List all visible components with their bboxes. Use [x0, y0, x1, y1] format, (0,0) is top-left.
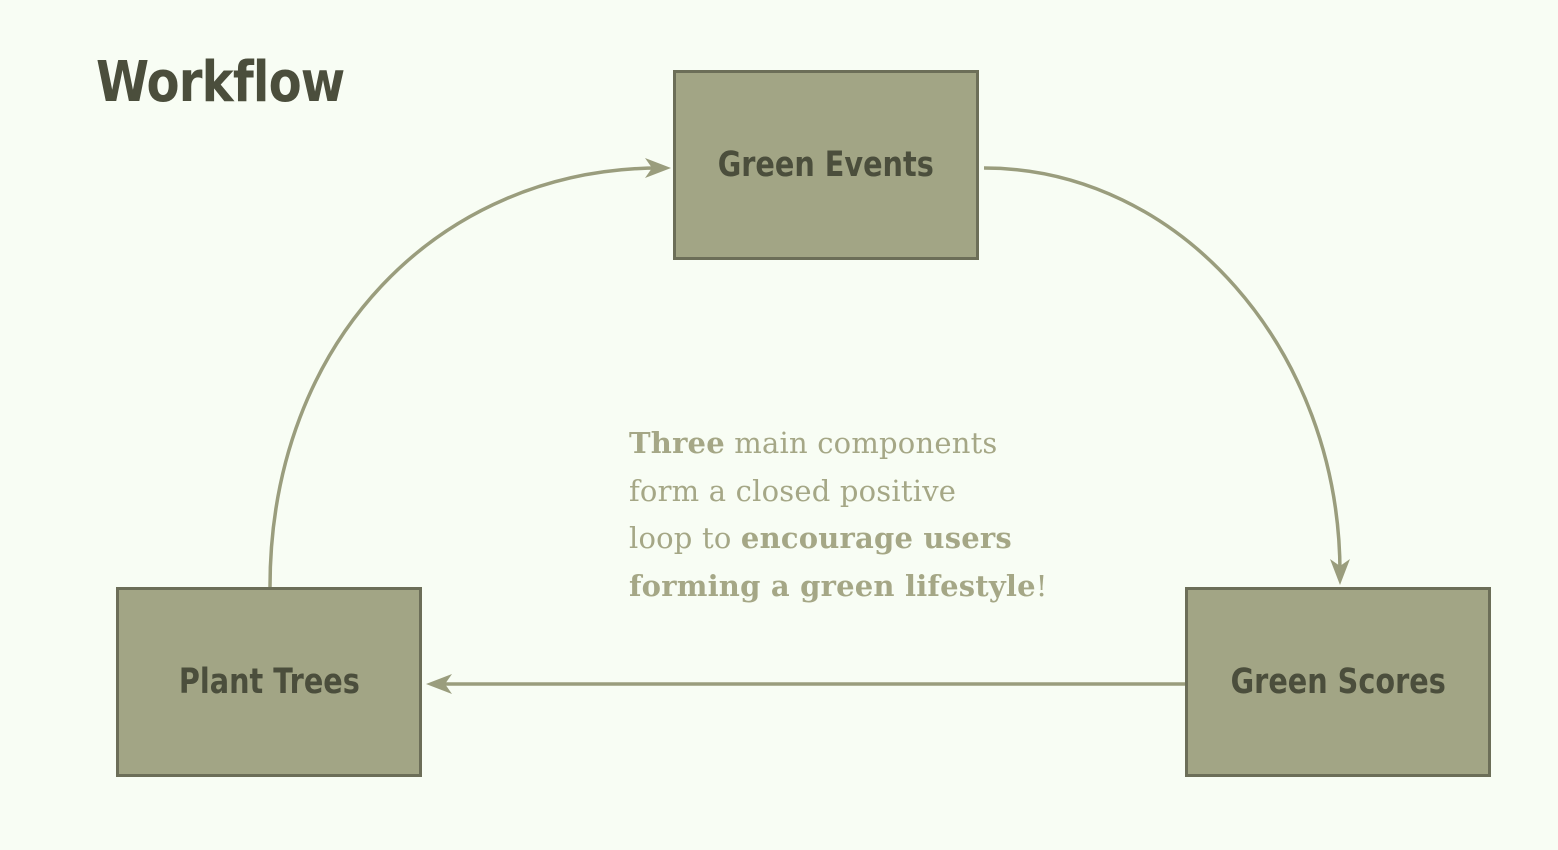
note-line-3: loop to encourage users — [629, 515, 1089, 563]
node-label: Green Scores — [1230, 662, 1446, 702]
note-text: loop to — [629, 521, 741, 555]
note-line-2: form a closed positive — [629, 468, 1089, 516]
arrowhead-scores — [1330, 559, 1350, 585]
arrow-events-to-scores — [983, 166, 1342, 574]
description-text: Three main components form a closed posi… — [629, 420, 1089, 610]
note-emphasis: forming a green lifestyle — [629, 568, 1036, 603]
note-emphasis: encourage users — [740, 521, 1012, 555]
node-label: Green Events — [717, 145, 935, 185]
node-plant-trees: Plant Trees — [116, 587, 422, 777]
node-green-scores: Green Scores — [1185, 587, 1491, 777]
diagram-title: Workflow — [96, 50, 345, 115]
arrowhead-trees — [426, 674, 452, 694]
arrow-trees-to-events — [268, 166, 661, 588]
note-text: ! — [1035, 568, 1048, 603]
note-text: form a closed positive — [629, 473, 957, 508]
note-text: main components — [724, 426, 998, 460]
note-emphasis: Three — [629, 426, 725, 460]
note-line-1: Three main components — [629, 420, 1089, 468]
note-line-4: forming a green lifestyle! — [629, 563, 1089, 611]
node-green-events: Green Events — [673, 70, 979, 260]
node-label: Plant Trees — [178, 662, 360, 702]
arrowhead-events — [645, 158, 671, 178]
